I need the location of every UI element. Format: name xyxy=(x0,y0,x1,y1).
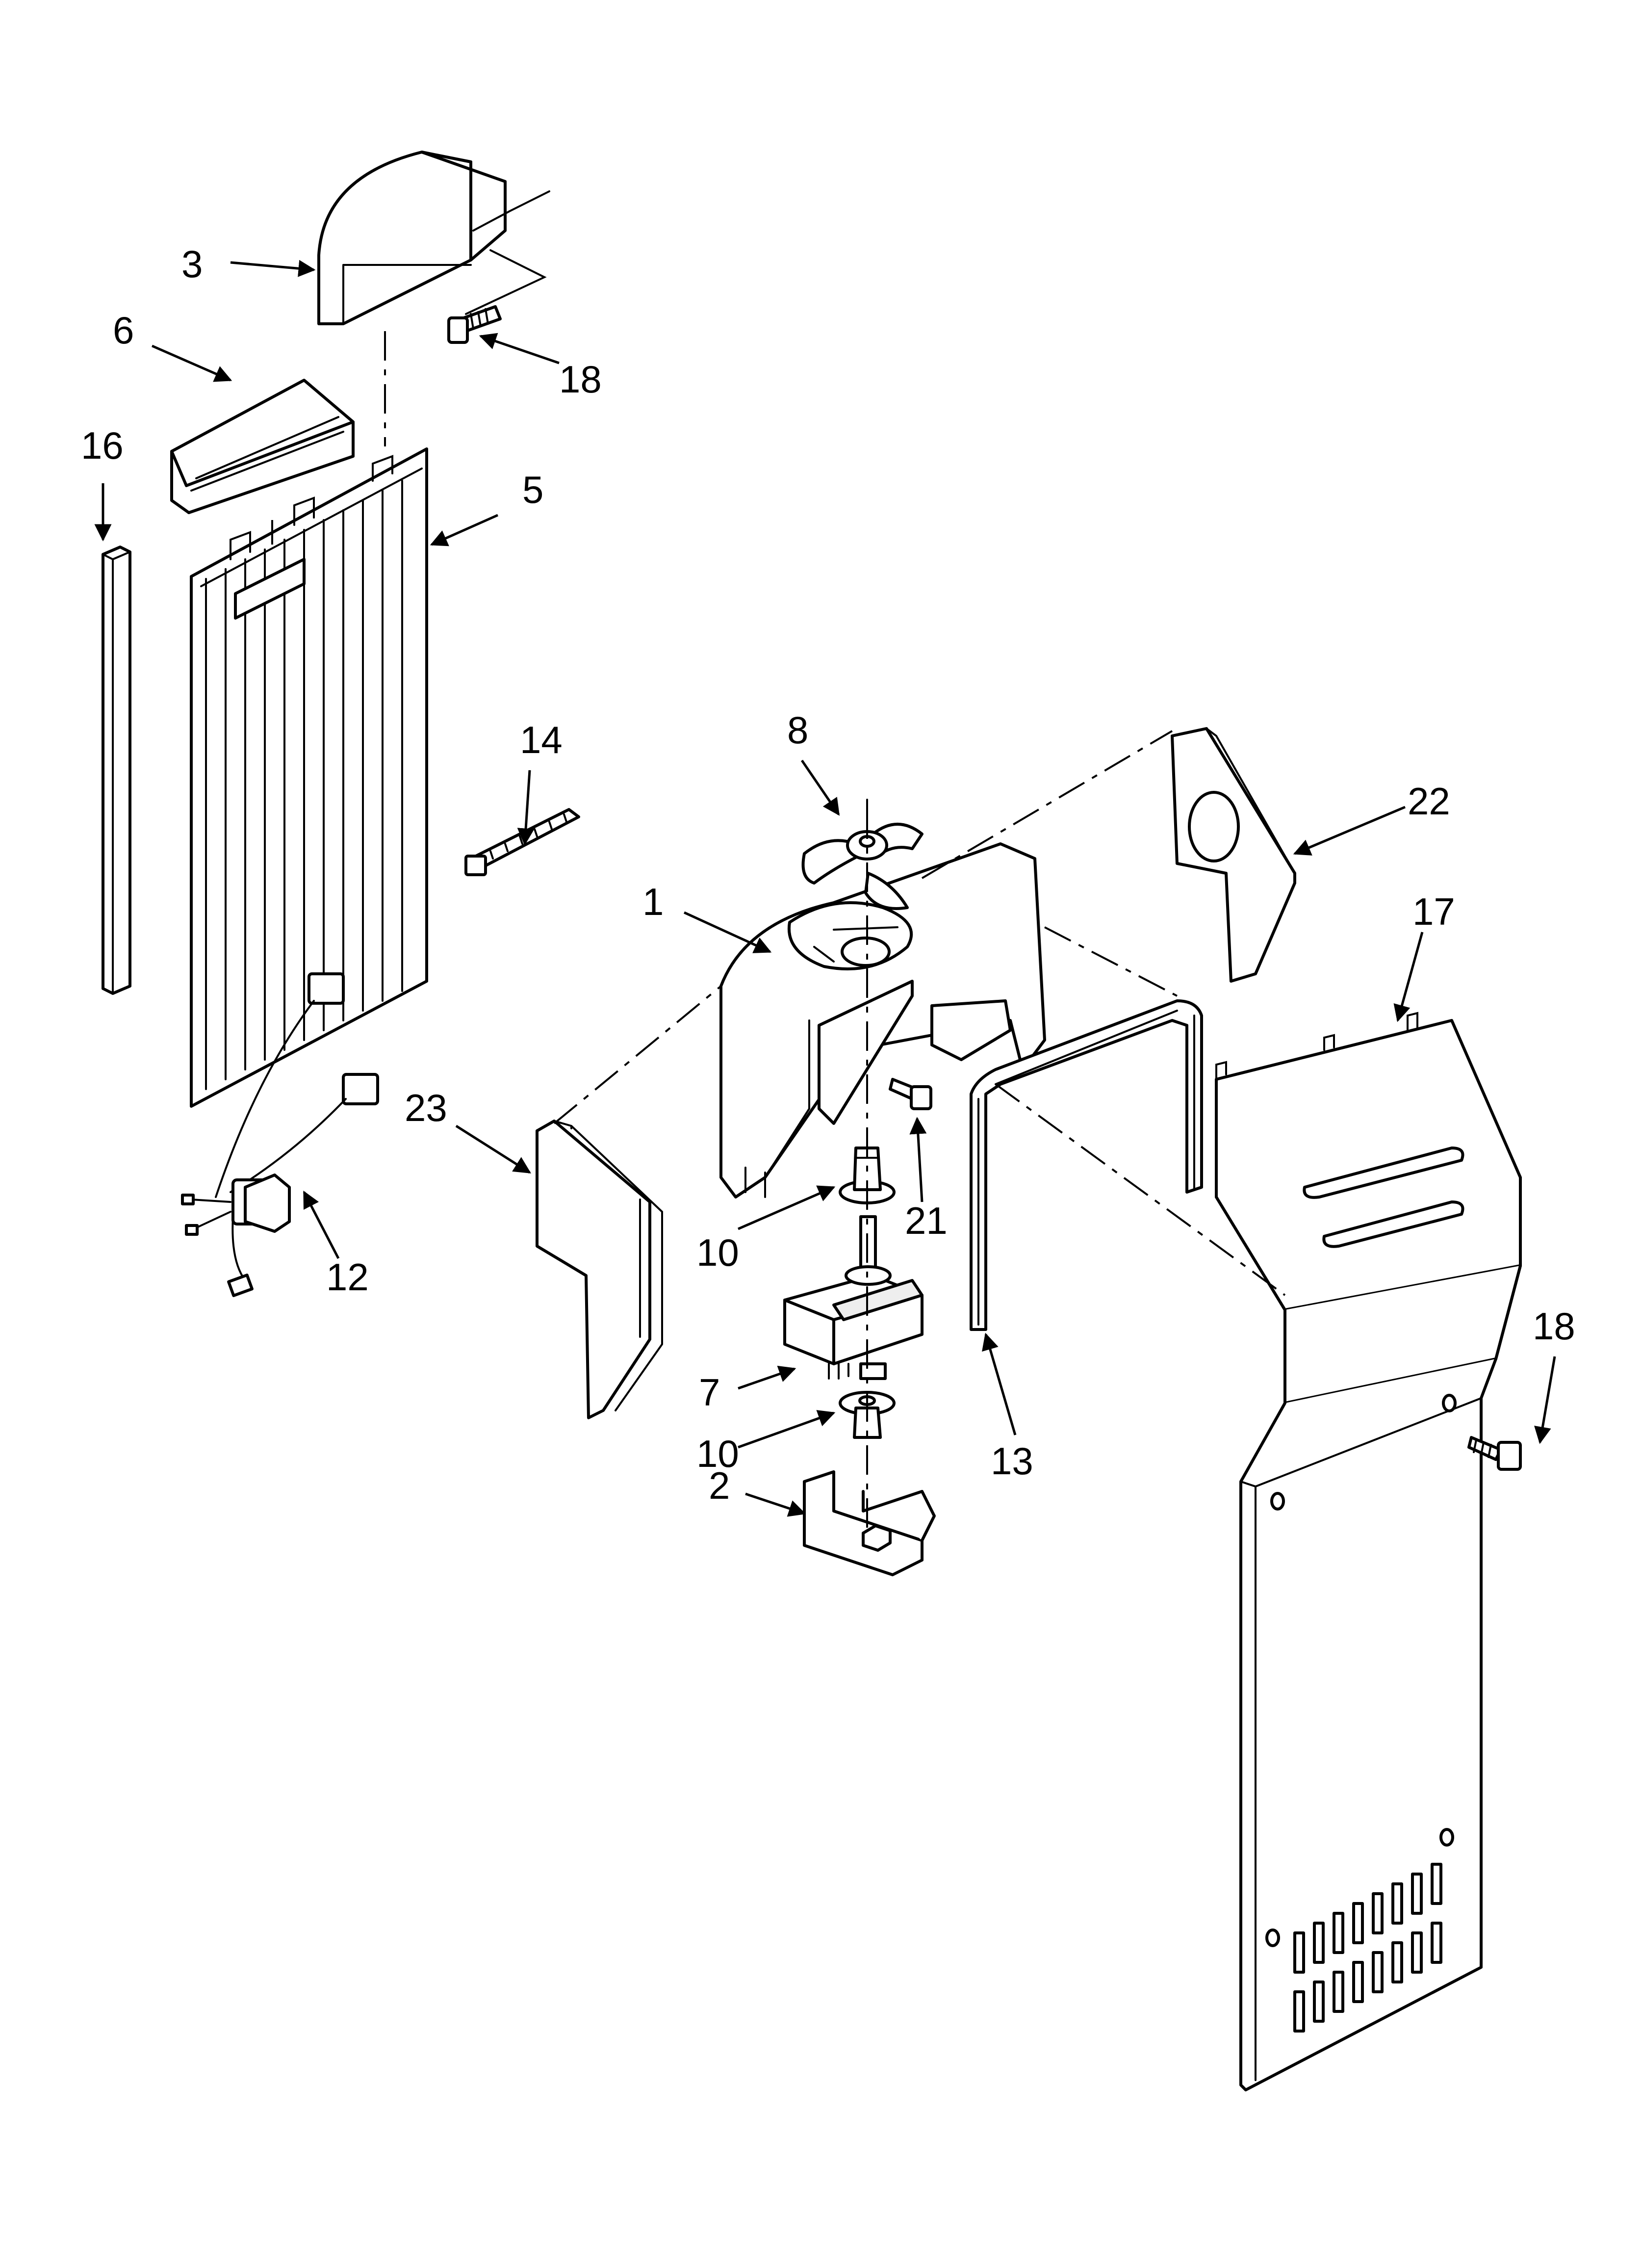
callouts: 3 18 6 16 5 14 8 1 22 17 23 21 10 12 13 … xyxy=(81,242,1575,1507)
part-7-fan-motor xyxy=(783,1215,924,1380)
part-18-screw-lower xyxy=(1467,1436,1522,1471)
callout-12: 12 xyxy=(326,1255,369,1299)
callout-8: 8 xyxy=(787,708,808,752)
vent-slots-upper xyxy=(1293,1863,1442,1974)
part-23-side-baffle xyxy=(536,1120,663,1419)
callout-3: 3 xyxy=(181,242,203,286)
part-14-cable-tie xyxy=(464,808,580,876)
callout-21: 21 xyxy=(905,1199,948,1242)
callout-6: 6 xyxy=(113,309,134,352)
callout-10-lower: 10 xyxy=(696,1432,739,1475)
part-13-u-seal xyxy=(970,999,1203,1331)
part-16-foam-strip xyxy=(102,546,131,995)
part-8-fan-blade xyxy=(801,799,924,910)
part-5-evaporator-cover xyxy=(190,447,428,1108)
part-17-rear-panel xyxy=(1215,1012,1522,2091)
callout-5: 5 xyxy=(522,468,543,511)
callout-14: 14 xyxy=(520,718,563,761)
part-12-wire-harness xyxy=(181,972,379,1297)
part-3-air-duct xyxy=(317,151,550,325)
leader-arrows xyxy=(94,260,1556,1517)
part-6-bracket xyxy=(170,379,355,514)
callout-1: 1 xyxy=(642,880,664,923)
part-2-motor-bracket xyxy=(803,1470,936,1576)
assembly-lines xyxy=(271,331,1286,1531)
callout-10-upper: 10 xyxy=(696,1231,739,1274)
callout-22: 22 xyxy=(1408,780,1450,823)
callout-18-lower: 18 xyxy=(1533,1304,1575,1348)
callout-17: 17 xyxy=(1412,890,1455,933)
part-22-side-panel xyxy=(1171,727,1296,983)
callout-16: 16 xyxy=(81,424,124,467)
callout-2: 2 xyxy=(709,1464,730,1507)
part-21-screw xyxy=(889,1078,932,1110)
part-1-fan-shroud xyxy=(719,842,1046,1199)
part-18-screw-upper xyxy=(447,305,502,344)
callout-7: 7 xyxy=(699,1371,720,1414)
callout-13: 13 xyxy=(991,1439,1033,1483)
callout-23: 23 xyxy=(405,1086,447,1129)
callout-18-upper: 18 xyxy=(559,358,602,401)
vent-slots-lower xyxy=(1293,1922,1442,2033)
